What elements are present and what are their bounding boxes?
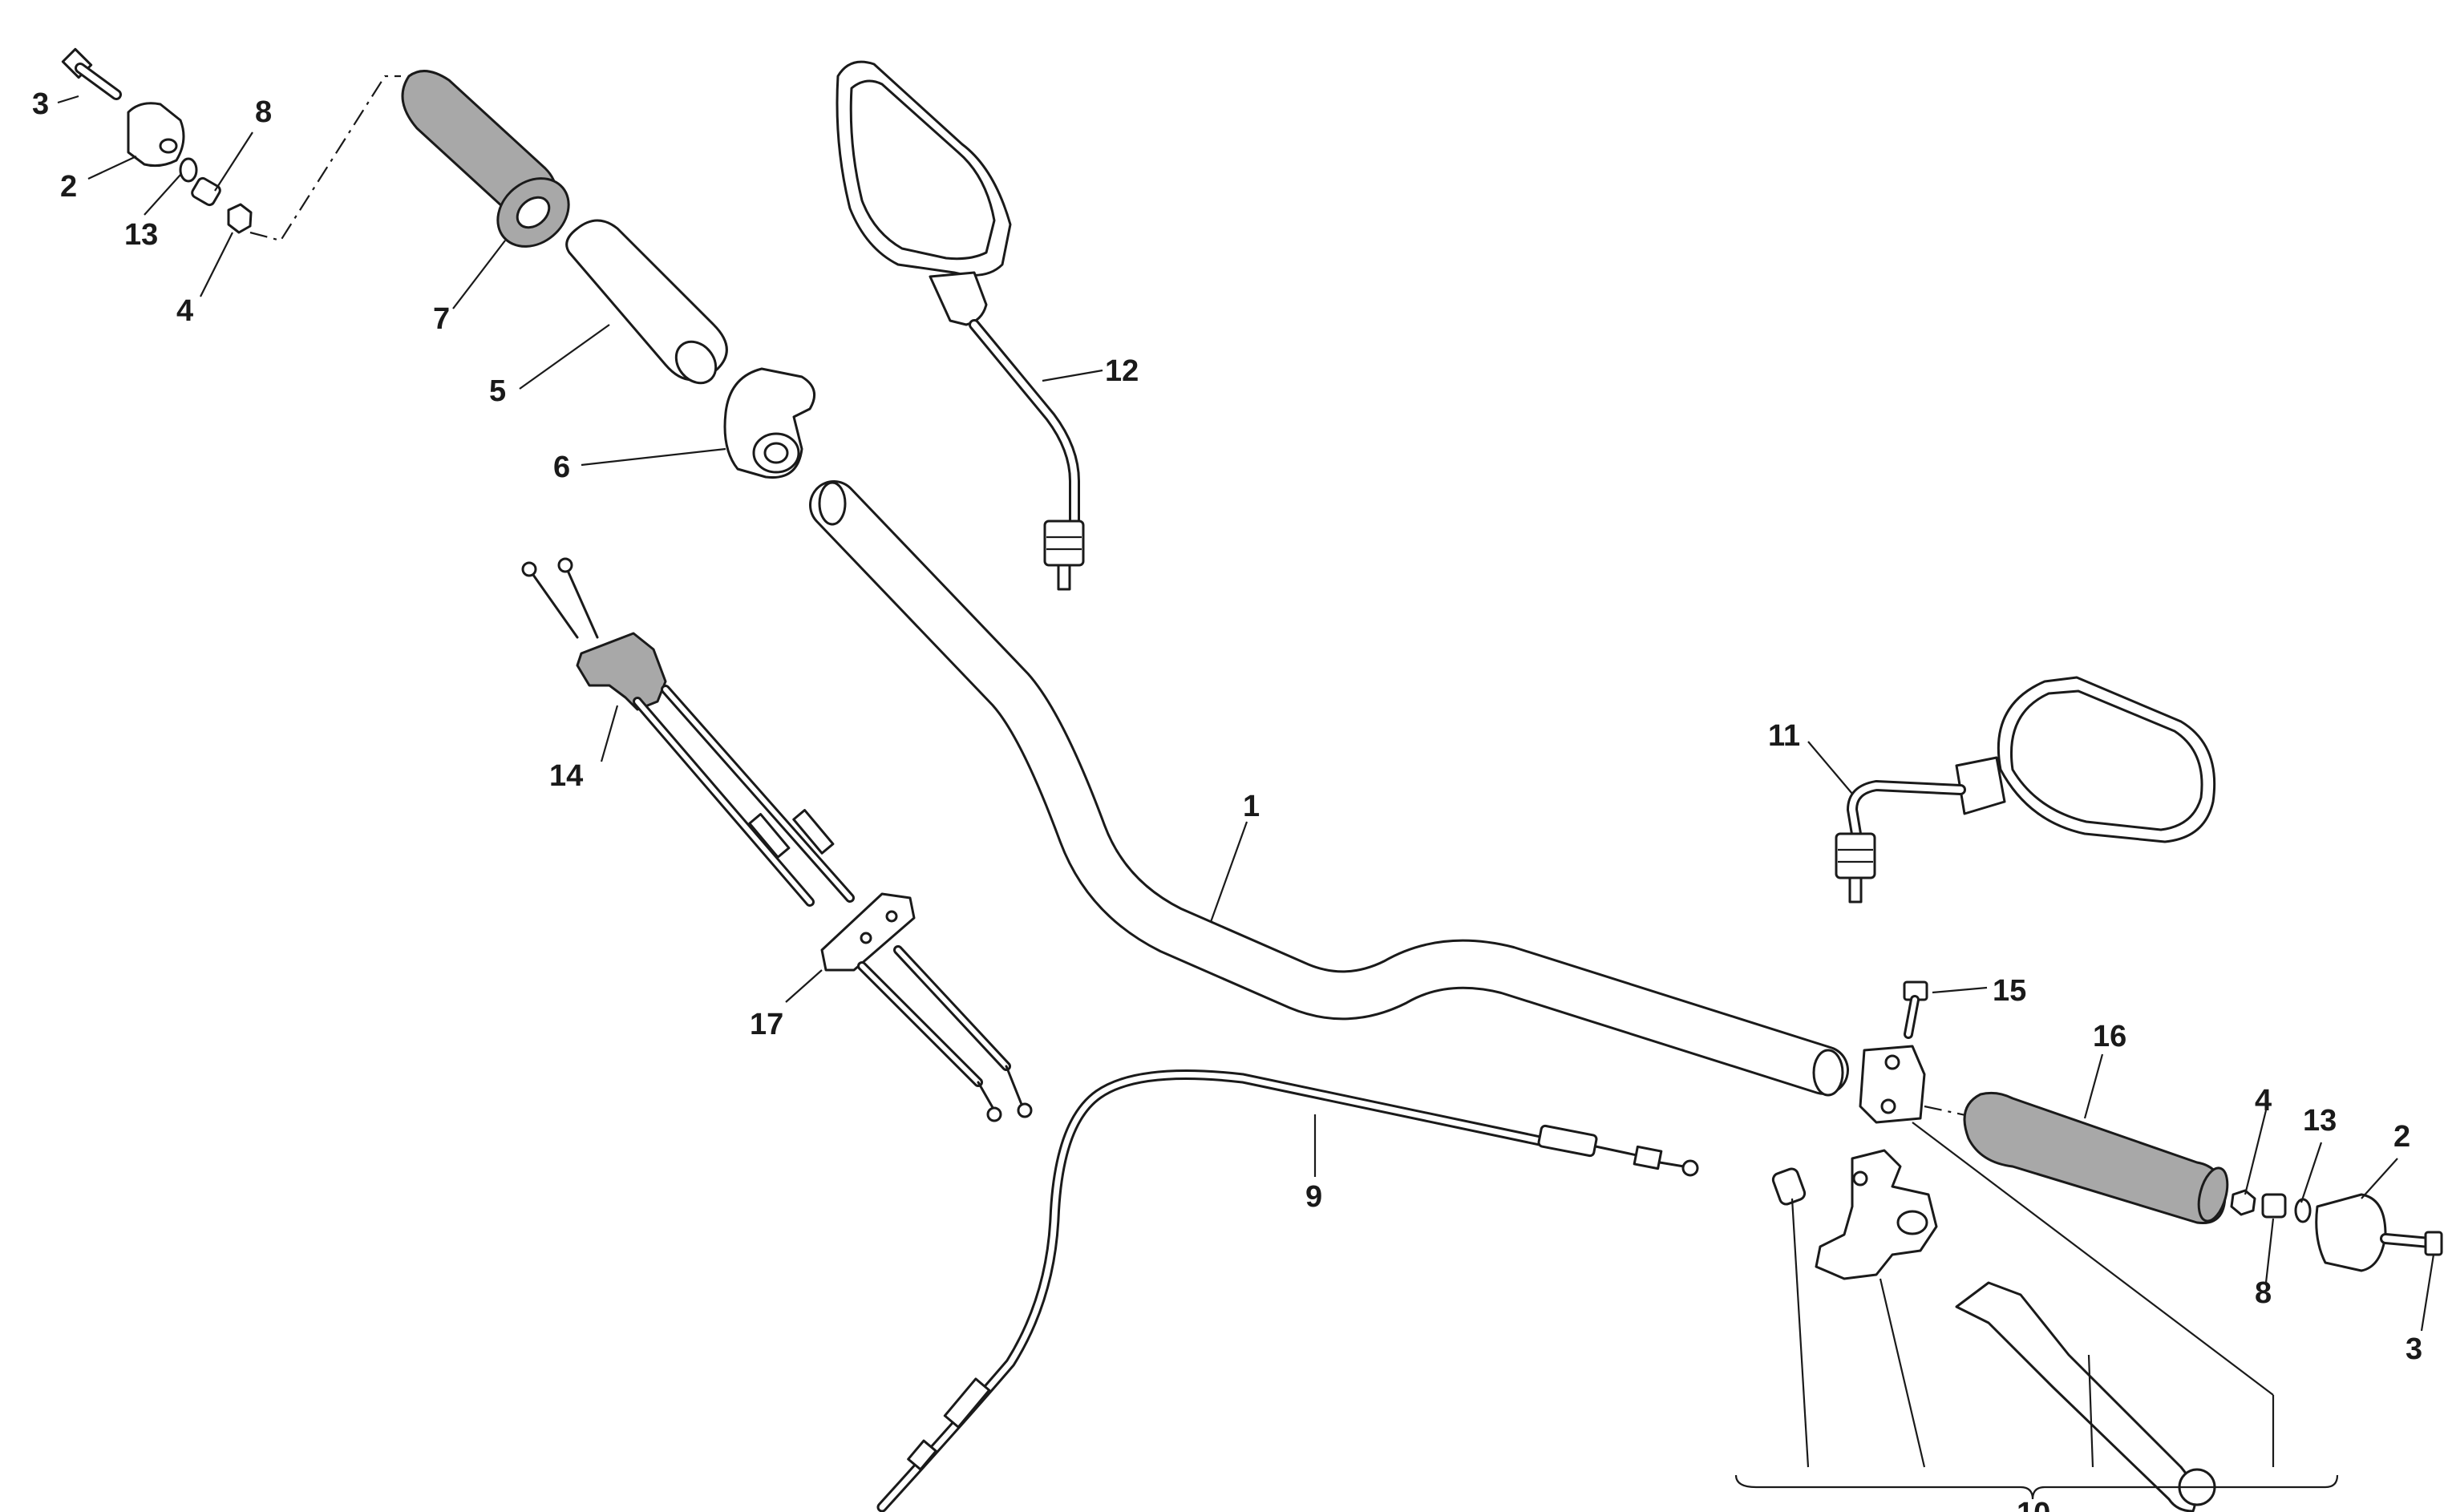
clamp-screw — [1903, 980, 1928, 1039]
bar-end-weight-right — [2315, 1193, 2387, 1272]
handlebar-part — [809, 480, 1849, 1097]
lever-bracket — [1815, 1149, 1938, 1280]
nut-right — [2230, 1189, 2256, 1216]
callout-12: 12 — [1105, 354, 1139, 388]
callout-8-left: 8 — [255, 95, 272, 129]
cable-bracket — [820, 892, 1033, 1122]
callout-17: 17 — [750, 1008, 783, 1041]
callout-15: 15 — [1993, 974, 2026, 1008]
washer-right — [2294, 1198, 2312, 1223]
assembly-line-left — [249, 75, 401, 242]
callout-16: 16 — [2093, 1020, 2126, 1053]
throttle-cables — [521, 557, 855, 907]
callout-7: 7 — [433, 302, 450, 336]
clutch-cable — [876, 1069, 1699, 1512]
callout-labels: 3 2 8 13 4 7 5 6 12 14 17 1 11 15 16 9 4… — [32, 87, 2422, 1512]
spacer-right — [2261, 1193, 2287, 1219]
callout-14: 14 — [549, 759, 583, 793]
callout-11: 11 — [1768, 719, 1800, 753]
nut-left — [227, 203, 253, 234]
right-grip — [1963, 1091, 2229, 1225]
mirror-right — [1835, 676, 2216, 904]
screw-left — [61, 47, 122, 100]
callout-13-right: 13 — [2303, 1104, 2337, 1138]
callout-2-left: 2 — [60, 170, 77, 204]
callout-5: 5 — [489, 374, 506, 408]
callout-6: 6 — [553, 451, 570, 484]
mirror-left — [836, 60, 1085, 591]
callout-10: 10 — [2017, 1497, 2050, 1512]
callout-1: 1 — [1243, 790, 1260, 823]
callout-8-right: 8 — [2255, 1276, 2272, 1310]
group-bracket — [1734, 1474, 2339, 1500]
callout-4-left: 4 — [176, 294, 193, 328]
throttle-housing — [723, 367, 816, 479]
callout-3-left: 3 — [32, 87, 49, 121]
clamp-block — [1859, 1045, 1926, 1124]
callout-2-right: 2 — [2393, 1120, 2410, 1154]
throttle-tube — [565, 219, 728, 385]
screw-right — [2380, 1231, 2443, 1256]
pivot-bushing — [1771, 1167, 1807, 1206]
washer-left — [179, 157, 198, 183]
leader-lines — [57, 95, 2435, 1468]
callout-4-right: 4 — [2255, 1084, 2272, 1118]
spacer-left — [191, 176, 221, 207]
callout-9: 9 — [1305, 1180, 1322, 1214]
clutch-lever — [1955, 1281, 2197, 1512]
bar-end-weight-left — [127, 102, 185, 168]
callout-3-right: 3 — [2406, 1332, 2422, 1366]
left-grip — [401, 70, 570, 248]
callout-13-left: 13 — [124, 218, 158, 252]
